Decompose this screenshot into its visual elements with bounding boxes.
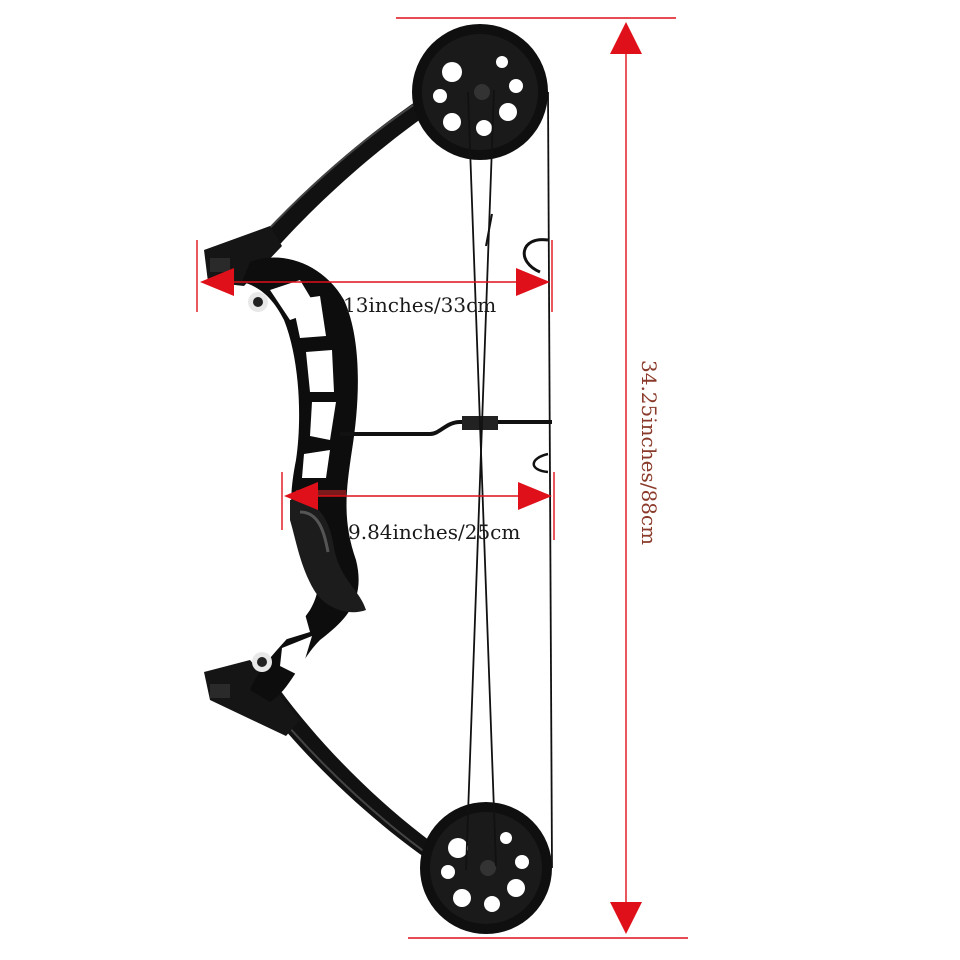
bottom-cam [420, 802, 552, 934]
d-loop [522, 238, 549, 274]
grip-right-arrowhead [518, 482, 552, 510]
bow-strings [465, 89, 553, 871]
width-right-arrowhead [516, 268, 550, 296]
top-cam [412, 24, 548, 160]
width-left-arrowhead [200, 268, 234, 296]
grip-label: 9.84inches/25cm [348, 520, 520, 544]
height-dimension: 34.25inches/88cm [396, 17, 688, 939]
compound-bow-image [204, 24, 553, 934]
width-dimension: 13inches/33cm [196, 240, 553, 317]
upper-limb [238, 72, 470, 272]
riser-cutouts [270, 280, 336, 676]
grip-left-arrowhead [284, 482, 318, 510]
lower-limb-pocket [204, 660, 300, 736]
lower-limb [262, 690, 466, 880]
width-label: 13inches/33cm [343, 293, 496, 317]
height-bottom-arrowhead [610, 902, 642, 934]
height-label: 34.25inches/88cm [637, 360, 661, 545]
grip-dimension: 9.84inches/25cm [281, 472, 555, 544]
grip [290, 499, 366, 613]
height-top-arrowhead [610, 22, 642, 54]
arrow-rest-bar [340, 420, 552, 436]
